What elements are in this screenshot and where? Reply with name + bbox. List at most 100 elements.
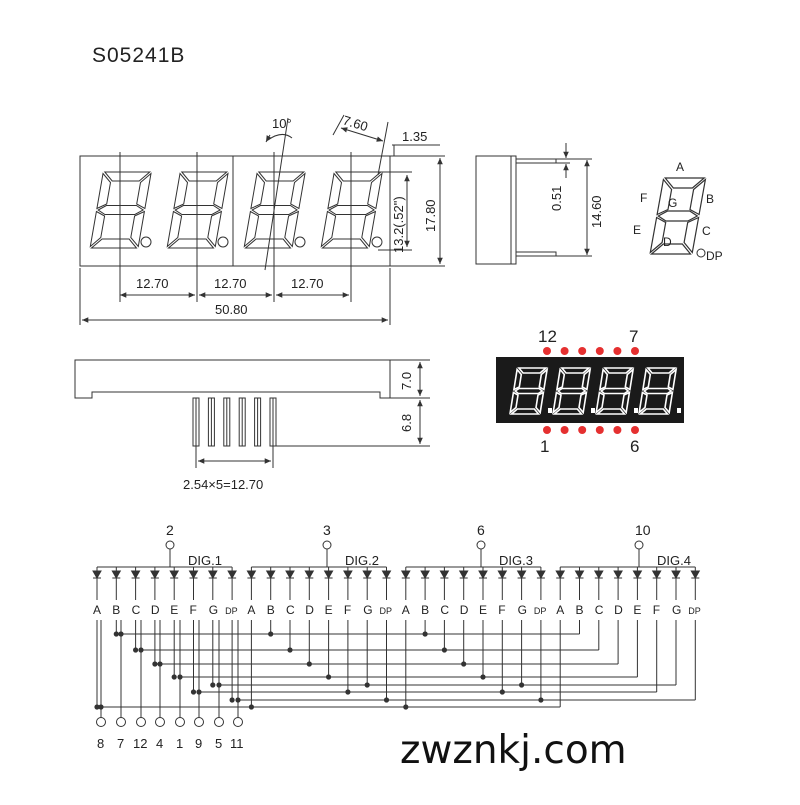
pin-dot-bottom-3 [578, 426, 587, 434]
segment-label-24: DP [534, 606, 547, 616]
diode-23 [516, 570, 527, 580]
pinout-view [496, 347, 684, 434]
pin-diameter-label: 0.51 [549, 186, 564, 211]
junction-dp-2 [383, 697, 390, 703]
display-panel [496, 357, 684, 423]
bottom-pin-node-7[interactable] [214, 717, 224, 727]
segment-label-25: A [556, 603, 564, 617]
panel-digit-4-seg-c [664, 391, 674, 415]
junction-e-3 [480, 674, 486, 680]
digit-pin-node-1[interactable] [165, 540, 175, 550]
junction-g-3 [519, 682, 525, 688]
segment-label-20: D [460, 603, 469, 617]
digit-pin-node-4[interactable] [634, 540, 644, 550]
front-digit-2-seg-c [207, 210, 223, 248]
front-digit-1-seg-e [89, 210, 106, 248]
digit-pin-node-3[interactable] [476, 540, 486, 550]
front-digit-1-seg-c [130, 210, 146, 248]
segment-map-digit-seg-e [649, 216, 667, 255]
front-digit-3 [243, 171, 306, 249]
digit-width-label: 7.60 [341, 113, 370, 135]
bottom-pin-node-2[interactable] [116, 717, 126, 727]
digit-pin-label-4: 10 [635, 522, 651, 538]
diode-6 [188, 570, 199, 580]
panel-digit-4-seg-a [646, 367, 678, 374]
segment-map-digit [649, 177, 707, 255]
bottom-pin-node-1[interactable] [96, 717, 106, 727]
panel-digit-1 [509, 367, 549, 415]
pin-label-12: 12 [538, 327, 557, 346]
panel-digit-4-seg-f [641, 367, 652, 391]
diode-9 [246, 570, 257, 580]
panel-digit-1-seg-c [535, 391, 545, 415]
front-digit-1-seg-a [103, 171, 152, 182]
segment-label-15: G [363, 603, 372, 617]
front-digit-3-seg-a [257, 171, 306, 182]
pin-dot-bottom-5 [613, 426, 622, 434]
panel-digit-2-seg-g [556, 387, 587, 395]
panel-digit-2-seg-d [552, 408, 584, 415]
bottom-pin-node-3[interactable] [136, 717, 146, 727]
bottom-pin-node-8[interactable] [233, 717, 243, 727]
bottom-pin-node-4[interactable] [155, 717, 165, 727]
digit-name-label-2: DIG.2 [345, 553, 379, 568]
panel-digit-4 [638, 367, 678, 415]
panel-digit-3-seg-g [599, 387, 630, 395]
panel-digit-4-seg-g [642, 387, 673, 395]
segment-map-dp-circle [696, 248, 706, 258]
digit-name-label-1: DIG.1 [188, 553, 222, 568]
pin-length-label: 6.8 [399, 414, 414, 432]
digit-name-label-3: DIG.3 [499, 553, 533, 568]
diode-12 [304, 570, 315, 580]
front-digit-1-seg-f [96, 172, 112, 210]
pin-dot-bottom-2 [560, 426, 569, 434]
pin-dot-bottom-4 [595, 426, 604, 434]
body-height-label: 17.80 [423, 199, 438, 232]
diode-29 [632, 570, 643, 580]
bottom-pin-label-7: 7 [117, 736, 124, 751]
junction-a-2 [248, 704, 254, 710]
seg-label-f: F [640, 191, 647, 205]
seg-label-dp: DP [706, 249, 723, 263]
seg-label-d: D [663, 235, 672, 249]
segment-label-32: DP [688, 606, 701, 616]
front-digit-2-seg-b [213, 172, 229, 210]
pin-dot-top-2 [560, 347, 569, 355]
pin-dot-top-6 [631, 347, 639, 355]
junction-a-3 [403, 704, 409, 710]
front-digit-2 [166, 171, 229, 249]
pin-label-7: 7 [629, 327, 638, 346]
front-digit-2-seg-g [174, 205, 222, 215]
seg-label-c: C [702, 224, 711, 238]
front-digit-4-seg-d [321, 238, 369, 249]
diode-7 [207, 570, 218, 580]
width-guide-left [332, 114, 345, 136]
junction-f-2 [345, 689, 351, 695]
panel-digit-2-seg-b [581, 367, 592, 391]
diode-8 [227, 570, 237, 580]
junction-c-1 [133, 647, 139, 653]
digit-name-label-4: DIG.4 [657, 553, 691, 568]
slant-angle-label: 10° [272, 116, 292, 131]
junction-g-2 [364, 682, 370, 688]
segment-label-12: D [305, 603, 314, 617]
bottom-pin-node-6[interactable] [194, 717, 204, 727]
pin-label-6: 6 [630, 437, 639, 456]
digit-pin-node-2[interactable] [322, 540, 332, 550]
brand-watermark: zwznkj.com [400, 728, 627, 773]
junction-d-3 [461, 661, 467, 667]
front-digit-3-seg-d [244, 238, 292, 249]
diode-26 [574, 570, 585, 580]
diode-16 [381, 570, 392, 580]
segment-label-30: F [653, 603, 660, 617]
diode-15 [362, 570, 373, 580]
panel-digit-3 [595, 367, 635, 415]
pin-dot-top-3 [578, 347, 587, 355]
side-view [475, 143, 592, 265]
edge-offset-label: 1.35 [402, 129, 427, 144]
segment-label-19: C [440, 603, 449, 617]
bottom-pin-node-5[interactable] [175, 717, 185, 727]
